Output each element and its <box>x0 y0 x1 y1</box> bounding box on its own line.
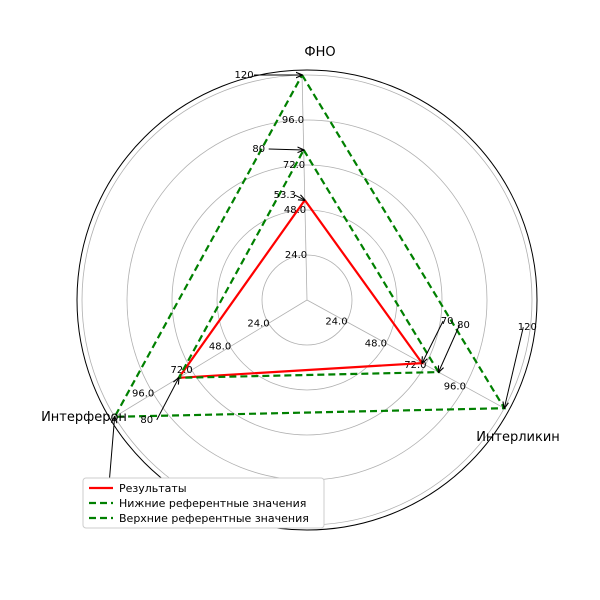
annotation-label: 80 <box>140 415 153 426</box>
legend-box <box>82 477 325 529</box>
grid-circle <box>216 209 398 391</box>
annotation-arrow <box>504 327 524 408</box>
category-labels: ФНО Интерликин Интерферон <box>41 45 560 445</box>
grid-spoke <box>306 299 505 409</box>
radial-tick-label: 24.0 <box>325 317 347 328</box>
series <box>112 74 507 418</box>
radial-tick-label: 48.0 <box>284 205 306 216</box>
annotation-label: 120 <box>235 70 254 81</box>
annotation-arrow <box>268 149 304 150</box>
grid-spoke <box>114 299 308 418</box>
annotation-label: 70 <box>441 316 454 327</box>
legend-label-2: Верхние референтные значения <box>119 512 309 525</box>
radial-tick-label: 24.0 <box>285 250 307 261</box>
radial-tick-label: 96.0 <box>132 388 154 399</box>
annotation-label: 120 <box>518 322 537 333</box>
annotation-arrow <box>439 324 460 372</box>
category-label-интерликин: Интерликин <box>476 430 560 445</box>
radial-tick-label: 96.0 <box>282 115 304 126</box>
grid <box>76 69 538 531</box>
radial-tick-label: 48.0 <box>209 342 231 353</box>
annotation-label: 80 <box>457 320 470 331</box>
grid-spoke <box>301 75 308 301</box>
legend-label-1: Нижние референтные значения <box>119 497 306 510</box>
radial-ticks: 24.0 48.0 72.0 96.0 24.0 48.0 72.0 96.0 24.0 48.0… <box>132 115 466 399</box>
category-label-фно: ФНО <box>304 45 335 60</box>
radial-tick-label: 96.0 <box>444 382 466 393</box>
legend-label-0: Результаты <box>119 482 187 495</box>
category-label-интерферон: Интерферон <box>41 410 127 425</box>
radial-tick-label: 72.0 <box>170 365 192 376</box>
annotation-arrow <box>422 320 444 363</box>
annotation-arrow <box>156 378 179 421</box>
series-line-1 <box>176 149 441 379</box>
annotation-label: 80 <box>252 144 265 155</box>
annotation-label: 53.3 <box>274 190 296 201</box>
radial-tick-label: 48.0 <box>365 338 387 349</box>
series-line-2 <box>112 74 507 418</box>
series-line-0 <box>176 199 425 380</box>
radial-tick-label: 24.0 <box>247 318 269 329</box>
grid-circle <box>261 254 353 346</box>
annotation-arrow <box>294 195 305 200</box>
grid-circle <box>171 164 443 436</box>
outer-frame <box>76 69 538 531</box>
radial-tick-label: 72.0 <box>404 360 426 371</box>
